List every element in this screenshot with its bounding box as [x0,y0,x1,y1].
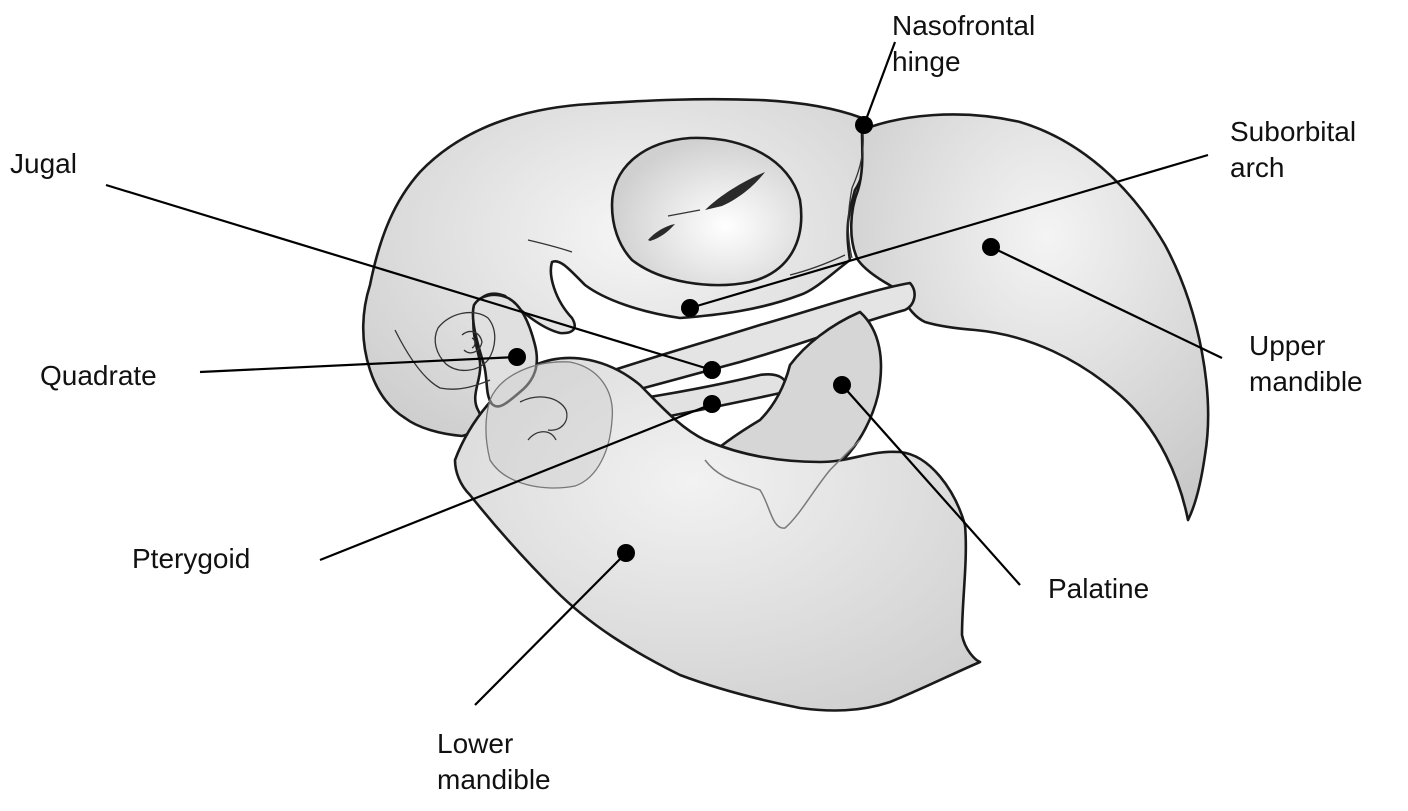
label-line: Palatine [1048,571,1149,607]
dot-pterygoid [703,395,721,413]
dot-lower-mandible [617,544,635,562]
label-pterygoid: Pterygoid [132,541,250,577]
dot-suborbital-arch [681,299,699,317]
label-line: Upper [1249,328,1363,364]
eye-orbit [612,138,801,285]
label-palatine: Palatine [1048,571,1149,607]
label-jugal: Jugal [10,146,77,182]
leader-nasofrontal-hinge [864,42,895,125]
dot-upper-mandible [982,238,1000,256]
label-line: mandible [1249,364,1363,400]
dot-nasofrontal-hinge [855,116,873,134]
label-upper-mandible: Upper mandible [1249,328,1363,400]
dot-jugal [703,361,721,379]
dot-palatine [833,376,851,394]
label-quadrate: Quadrate [40,358,157,394]
label-line: Jugal [10,146,77,182]
label-line: mandible [437,762,551,798]
label-nasofrontal-hinge: Nasofrontal hinge [892,8,1035,80]
label-line: hinge [892,44,1035,80]
dot-quadrate [508,348,526,366]
label-line: Pterygoid [132,541,250,577]
label-line: Suborbital [1230,114,1356,150]
label-line: Nasofrontal [892,8,1035,44]
label-line: arch [1230,150,1356,186]
label-line: Quadrate [40,358,157,394]
label-suborbital-arch: Suborbital arch [1230,114,1356,186]
label-lower-mandible: Lower mandible [437,726,551,798]
label-line: Lower [437,726,551,762]
